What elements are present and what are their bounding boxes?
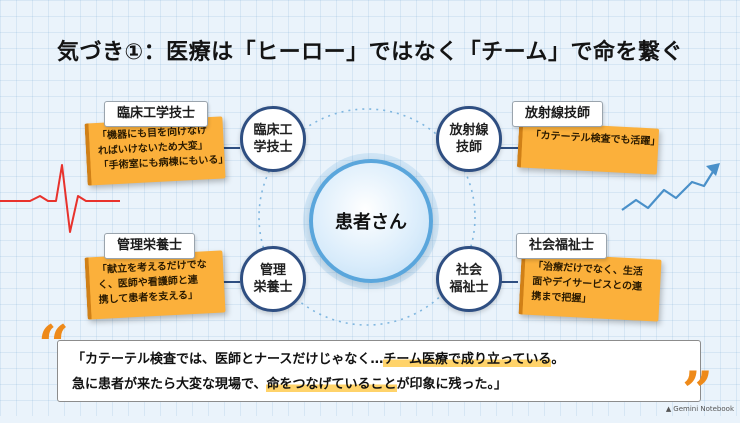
trend-arrowhead xyxy=(706,163,720,176)
brand-label: Gemini Notebook xyxy=(673,405,734,413)
role-circle-social: 社会 福祉士 xyxy=(436,246,502,312)
quote-line-1: 「カテーテル検査では、医師とナースだけじゃなく…チーム医療で成り立っている。 xyxy=(72,347,686,372)
circle-line: 栄養士 xyxy=(253,280,293,295)
role-circle-rad: 臨床工 学技士 xyxy=(240,106,306,172)
brand-icon: ▲ xyxy=(665,405,672,413)
team-ring xyxy=(258,108,476,326)
role-tag-rad: 臨床工学技士 xyxy=(104,101,209,127)
circle-line: 臨床工 xyxy=(253,123,293,138)
quote-box: 「カテーテル検査では、医師とナースだけじゃなく…チーム医療で成り立っている。 急… xyxy=(57,340,701,402)
circle-line: 社会 xyxy=(455,263,482,278)
role-circle-nutrition: 管理 栄養士 xyxy=(240,246,306,312)
quote-note-radiology: 「カテーテル検査でも活躍」 xyxy=(516,121,661,175)
patient-center-circle: 患者さん xyxy=(309,159,433,283)
quote-line-2: 急に患者が来たら大変な現場で、命をつなげていることが印象に残った。」 xyxy=(72,372,686,397)
quote-text: 「カテーテル検査では、医師とナースだけじゃなく… xyxy=(72,352,384,367)
quote-note-social: 「治療だけでなく、生活 面やデイサービスとの連 携まで把握」 xyxy=(518,252,662,322)
quote-highlight: チーム医療で成り立っている xyxy=(383,352,552,367)
circle-line: 学技士 xyxy=(253,140,293,155)
circle-line: 放射線 xyxy=(449,123,489,138)
quote-note-nutrition: 「献立を考えるだけでな く、医師や看護師と連 携して患者を支える」 xyxy=(84,250,226,320)
role-circle-radiology: 放射線 技師 xyxy=(436,106,502,172)
trend-arrow xyxy=(621,169,715,211)
role-tag-radiology: 放射線技師 xyxy=(512,101,604,127)
footer-brand: ▲ Gemini Notebook xyxy=(666,405,734,413)
circle-line: 福祉士 xyxy=(449,280,489,295)
role-tag-social: 社会福祉士 xyxy=(516,233,608,259)
quote-text: 急に患者が来たら大変な現場で、 xyxy=(72,377,267,392)
note-line: 「カテーテル検査でも活躍」 xyxy=(530,129,661,148)
circle-line: 技師 xyxy=(455,140,482,155)
role-tag-nutrition: 管理栄養士 xyxy=(104,233,196,259)
close-quote-icon: ” xyxy=(682,359,714,423)
quote-text: 。 xyxy=(551,352,565,367)
ecg-line xyxy=(0,164,120,233)
page-title: 気づき①：医療は「ヒーロー」ではなく「チーム」で命を繋ぐ xyxy=(57,40,683,65)
circle-line: 管理 xyxy=(259,263,286,278)
quote-text: が印象に残った。」 xyxy=(396,377,508,392)
quote-highlight: 命をつなげていること xyxy=(266,377,397,392)
